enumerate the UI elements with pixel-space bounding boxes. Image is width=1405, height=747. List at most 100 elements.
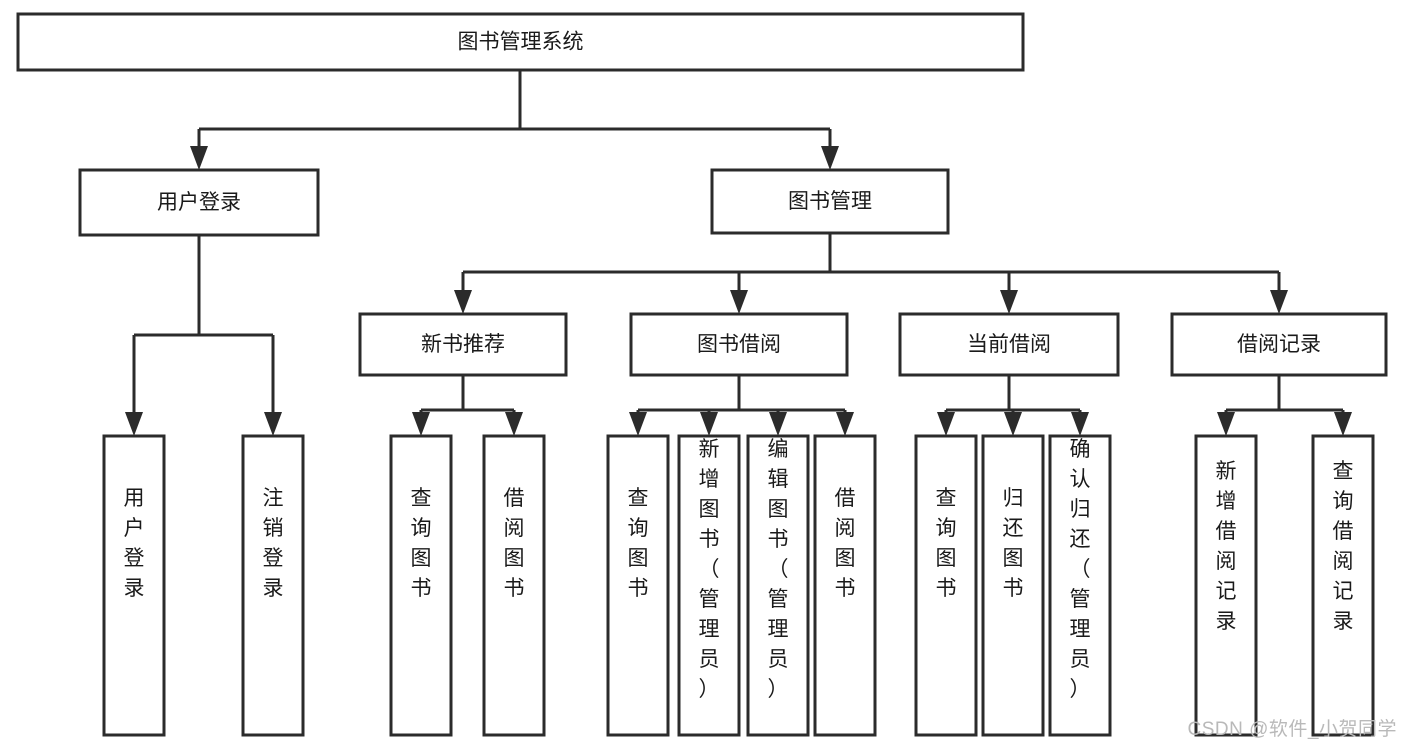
leaf-node-label-char: 记 (1333, 580, 1354, 603)
level1-node-label: 图书管理 (788, 190, 872, 213)
arrow-head-icon (190, 146, 208, 170)
leaf-node-label-char: 询 (936, 517, 957, 540)
leaf-node-label-char: 书 (835, 577, 856, 600)
root-node-box[interactable] (16, 12, 1025, 72)
leaf-node-label-char: 借 (835, 487, 856, 510)
leaf-node-label-char: 图 (1003, 547, 1024, 570)
watermark-text: CSDN @软件_小贺同学 (1187, 719, 1397, 740)
leaf-node-label-char: （ (1070, 558, 1091, 581)
connector-newbooks-to-leaves (412, 375, 523, 436)
level2-node-box[interactable] (898, 312, 1120, 377)
leaf-node-label-char: 新 (1216, 460, 1237, 483)
connector-books-to-level2 (454, 233, 1288, 314)
leaf-node-label-char: 理 (699, 618, 720, 641)
arrow-head-icon (1000, 290, 1018, 314)
leaf-node-label-char: 查 (628, 487, 649, 510)
leaf-node-label-char: 查 (936, 487, 957, 510)
arrow-head-icon (125, 412, 143, 436)
leaf-node-label-char: 还 (1070, 528, 1091, 551)
arrow-head-icon (1217, 412, 1235, 436)
leaf-node-box[interactable] (1048, 434, 1112, 737)
leaf-node-2[interactable]: 注销登录注销登录 (241, 434, 305, 737)
leaf-node-label-char: 员 (768, 648, 789, 671)
level2-node-box[interactable] (358, 312, 568, 377)
leaf-node-label-char: 管 (699, 588, 720, 611)
leaf-node-box[interactable] (1194, 434, 1258, 737)
level1-node-2[interactable]: 图书管理 (710, 168, 950, 235)
leaf-node-label-char: 管 (768, 588, 789, 611)
leaf-node-10[interactable]: 归还图书归还图书 (981, 434, 1045, 737)
level1-node-box[interactable] (78, 168, 320, 237)
arrow-head-icon (1004, 412, 1022, 436)
leaf-node-label-char: 注 (263, 487, 284, 510)
leaf-node-label-char: 增 (1216, 490, 1237, 513)
leaf-node-label-char: 录 (1216, 610, 1237, 633)
leaf-node-label-char: 录 (124, 577, 145, 600)
level1-node-1[interactable]: 用户登录 (78, 168, 320, 237)
leaf-node-box[interactable] (981, 434, 1045, 737)
arrow-head-icon (454, 290, 472, 314)
arrow-head-icon (730, 290, 748, 314)
leaf-node-label-char: ） (699, 678, 720, 701)
leaf-node-label-char: 阅 (1216, 550, 1237, 573)
leaf-node-box[interactable] (241, 434, 305, 737)
leaf-node-label-char: 阅 (504, 517, 525, 540)
leaf-node-box[interactable] (677, 434, 741, 737)
leaf-node-label-char: 还 (1003, 517, 1024, 540)
leaf-node-label-char: 借 (504, 487, 525, 510)
leaf-node-3[interactable]: 查询图书查询图书 (389, 434, 453, 737)
connector-records-to-leaves (1217, 375, 1352, 436)
leaf-node-box[interactable] (813, 434, 877, 737)
leaf-node-box[interactable] (746, 434, 810, 737)
level2-node-2[interactable]: 图书借阅 (629, 312, 849, 377)
level2-node-label: 图书借阅 (697, 333, 781, 356)
level2-node-box[interactable] (629, 312, 849, 377)
leaf-node-label-char: 员 (699, 648, 720, 671)
leaf-node-label-char: 录 (263, 577, 284, 600)
level2-node-label: 新书推荐 (421, 333, 505, 356)
level2-node-4[interactable]: 借阅记录 (1170, 312, 1388, 377)
level2-node-1[interactable]: 新书推荐 (358, 312, 568, 377)
leaf-node-label-char: 询 (1333, 490, 1354, 513)
connector-root-to-level1 (190, 70, 839, 170)
level2-node-label: 当前借阅 (967, 333, 1051, 356)
leaf-node-box[interactable] (482, 434, 546, 737)
root-node-1[interactable]: 图书管理系统 (16, 12, 1025, 72)
leaf-node-box[interactable] (102, 434, 166, 737)
leaf-node-label-char: 图 (699, 498, 720, 521)
level2-node-box[interactable] (1170, 312, 1388, 377)
leaf-node-1[interactable]: 用户登录用户登录 (102, 434, 166, 737)
leaf-node-label-char: 图 (504, 547, 525, 570)
arrow-head-icon (505, 412, 523, 436)
level1-node-box[interactable] (710, 168, 950, 235)
leaf-node-box[interactable] (606, 434, 670, 737)
leaf-node-label-char: 新 (699, 438, 720, 461)
level2-node-3[interactable]: 当前借阅 (898, 312, 1120, 377)
leaf-node-label-char: 户 (124, 517, 145, 540)
leaf-node-12[interactable]: 新增借阅记录新增借阅记录 (1194, 434, 1258, 737)
leaf-node-label-char: 归 (1070, 498, 1091, 521)
leaf-node-13[interactable]: 查询借阅记录查询借阅记录 (1311, 434, 1375, 737)
leaf-node-label-char: 书 (411, 577, 432, 600)
leaf-node-label-char: 录 (1333, 610, 1354, 633)
leaf-node-8[interactable]: 借阅图书借阅图书 (813, 434, 877, 737)
leaf-node-9[interactable]: 查询图书查询图书 (914, 434, 978, 737)
leaf-node-label-char: 询 (411, 517, 432, 540)
arrow-head-icon (700, 412, 718, 436)
leaf-node-box[interactable] (1311, 434, 1375, 737)
leaf-node-box[interactable] (389, 434, 453, 737)
arrow-head-icon (264, 412, 282, 436)
connector-layer (125, 70, 1352, 436)
leaf-node-box[interactable] (914, 434, 978, 737)
leaf-node-label-char: 书 (768, 528, 789, 551)
leaf-node-4[interactable]: 借阅图书借阅图书 (482, 434, 546, 737)
arrow-head-icon (629, 412, 647, 436)
leaf-node-5[interactable]: 查询图书查询图书 (606, 434, 670, 737)
leaf-node-label-char: 阅 (1333, 550, 1354, 573)
leaf-node-label-char: 查 (411, 487, 432, 510)
leaf-node-label-char: （ (699, 558, 720, 581)
